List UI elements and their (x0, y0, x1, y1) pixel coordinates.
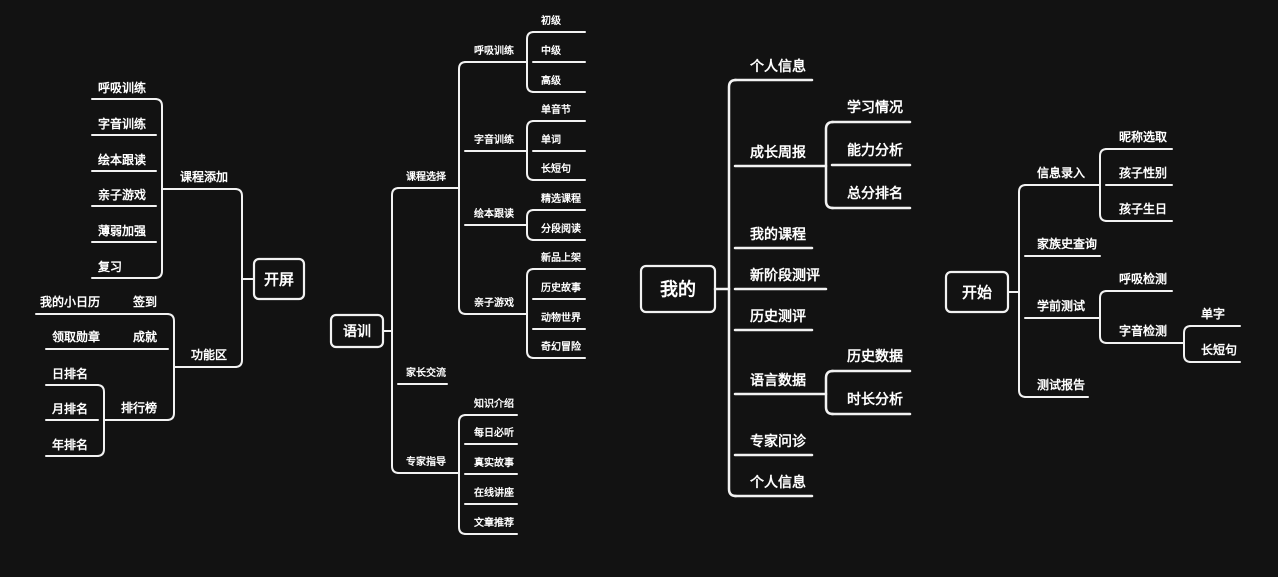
node-my-calendar: 我的小日历 (40, 294, 100, 309)
node-yx-expert-1: 每日必听 (474, 426, 514, 439)
node-function-0: 签到 (132, 294, 157, 309)
root-node-label: 语训 (343, 324, 371, 340)
node-yx-expert-3: 在线讲座 (474, 486, 514, 499)
node-yx-course-1-item-0: 单音节 (541, 103, 571, 116)
branch-bracket (526, 209, 535, 241)
node-yx-course-2-item-1: 分段阅读 (541, 222, 581, 235)
root-node-kaiping[interactable]: 开屏 (252, 257, 306, 301)
branch-bracket (391, 187, 400, 474)
root-node-label: 开屏 (264, 270, 294, 288)
node-yx-course-2: 绘本跟读 (474, 207, 514, 220)
node-yx-course-1-item-2: 长短句 (541, 162, 571, 175)
node-ks-pretest-0: 呼吸检测 (1119, 271, 1167, 286)
branch-bracket (1099, 148, 1108, 222)
node-yx-course-3-item-3: 奇幻冒险 (541, 340, 582, 353)
node-wd-weekly-0: 学习情况 (847, 99, 903, 116)
node-yx-course-0-item-2: 高级 (541, 74, 562, 87)
node-course-add-item-5: 复习 (97, 259, 122, 274)
branch-bracket (234, 188, 243, 368)
node-course-add-item-3: 亲子游戏 (98, 187, 146, 202)
node-yx-course-2-item-0: 精选课程 (541, 192, 581, 205)
node-yx-expert-4: 文章推荐 (474, 516, 514, 529)
branch-bracket (526, 31, 535, 93)
branch-bracket (166, 313, 175, 421)
branch-bracket (154, 98, 163, 279)
node-function-2: 排行榜 (121, 400, 157, 415)
branch-bracket (458, 414, 467, 535)
root-node-yuxun[interactable]: 语训 (329, 313, 385, 349)
node-ks-2: 学前测试 (1037, 298, 1085, 313)
branch-bracket (526, 268, 535, 359)
node-wd-weekly-2: 总分排名 (847, 185, 903, 202)
branch-bracket (727, 78, 738, 498)
branch-bracket (1099, 290, 1108, 344)
node-ks-info-0: 昵称选取 (1119, 129, 1167, 144)
node-function-area: 功能区 (191, 347, 227, 362)
node-wd-1: 成长周报 (750, 144, 806, 161)
node-yx-l1-0: 课程选择 (406, 170, 447, 183)
node-wd-6: 专家问诊 (750, 433, 807, 450)
root-node-label: 开始 (962, 283, 992, 301)
node-wd-0: 个人信息 (749, 58, 806, 75)
node-ks-info-1: 孩子性别 (1119, 165, 1167, 180)
branch-bracket (1183, 325, 1192, 363)
node-wd-weekly-1: 能力分析 (847, 142, 903, 159)
node-course-add-item-2: 绘本跟读 (98, 152, 146, 167)
node-course-add-item-1: 字音训练 (98, 116, 146, 131)
node-yx-course-3-item-0: 新品上架 (541, 251, 581, 264)
node-ks-0: 信息录入 (1037, 165, 1085, 180)
root-node-kaishi[interactable]: 开始 (944, 270, 1010, 314)
node-rank-2: 年排名 (52, 437, 88, 452)
node-wd-3: 新阶段测评 (750, 267, 820, 284)
node-wd-lang-1: 时长分析 (847, 391, 903, 408)
node-yx-course-0-item-0: 初级 (541, 14, 562, 27)
root-node-label: 我的 (660, 278, 696, 300)
node-course-add-item-0: 呼吸训练 (98, 80, 146, 95)
node-yx-l1-2: 专家指导 (406, 455, 446, 468)
node-wd-5: 语言数据 (750, 372, 806, 389)
node-course-add: 课程添加 (180, 169, 228, 184)
node-course-add-item-4: 薄弱加强 (98, 223, 146, 238)
node-yx-course-0-item-1: 中级 (541, 44, 562, 57)
node-yx-l1-1: 家长交流 (406, 366, 446, 379)
node-wd-2: 我的课程 (750, 226, 806, 243)
branch-bracket (824, 120, 835, 210)
root-node-wode[interactable]: 我的 (639, 264, 717, 314)
node-claim-medal: 领取勋章 (52, 329, 100, 344)
node-yx-course-3: 亲子游戏 (474, 296, 514, 309)
node-yx-course-3-item-1: 历史故事 (541, 281, 581, 294)
node-ks-3: 测试报告 (1037, 377, 1085, 392)
branch-bracket (526, 120, 535, 181)
node-ks-phoneme-0: 单字 (1201, 306, 1225, 321)
node-yx-course-0: 呼吸训练 (474, 44, 514, 57)
node-ks-info-2: 孩子生日 (1119, 201, 1167, 216)
node-rank-1: 月排名 (51, 401, 88, 416)
node-yx-expert-0: 知识介绍 (473, 397, 514, 410)
node-yx-course-1: 字音训练 (474, 133, 514, 146)
node-wd-4: 历史测评 (750, 308, 806, 325)
branch-bracket (1018, 184, 1027, 398)
branch-bracket (824, 369, 835, 416)
node-ks-pretest-1: 字音检测 (1119, 323, 1167, 338)
node-function-1: 成就 (133, 329, 157, 344)
node-ks-phoneme-1: 长短句 (1201, 342, 1237, 357)
node-rank-0: 日排名 (52, 366, 88, 381)
branch-bracket (458, 61, 467, 315)
node-ks-1: 家族史查询 (1037, 236, 1097, 251)
node-wd-lang-0: 历史数据 (847, 348, 903, 365)
node-yx-course-3-item-2: 动物世界 (541, 311, 581, 324)
node-wd-7: 个人信息 (749, 474, 806, 491)
node-yx-expert-2: 真实故事 (474, 456, 514, 469)
node-yx-course-1-item-1: 单词 (541, 133, 561, 146)
